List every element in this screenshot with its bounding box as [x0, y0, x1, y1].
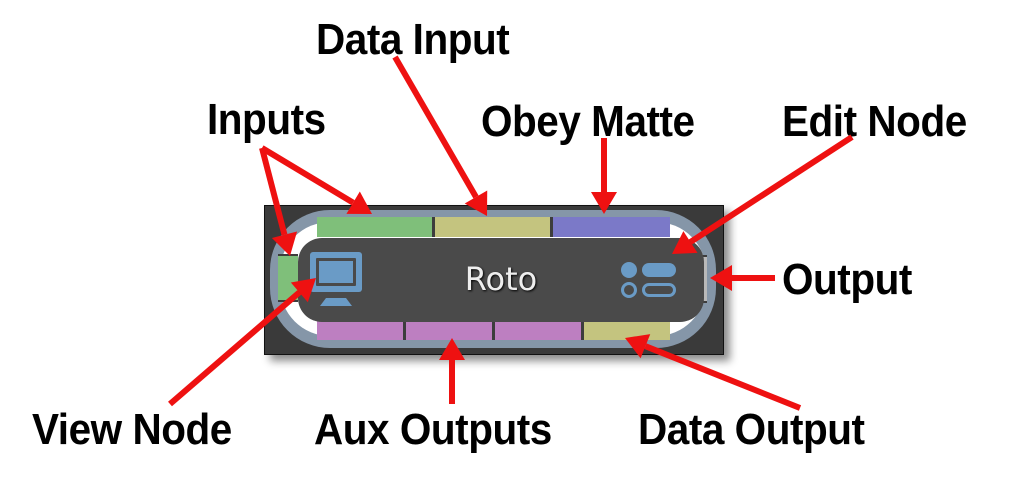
label-data-input: Data Input — [316, 15, 510, 64]
node-title: Roto — [464, 260, 538, 298]
input-port-top[interactable] — [317, 217, 435, 237]
edit-node-icon[interactable] — [620, 260, 678, 300]
arrow-obey-matte — [591, 138, 617, 214]
label-output: Output — [782, 255, 912, 304]
data-output-port[interactable] — [584, 320, 670, 340]
label-obey-matte: Obey Matte — [481, 97, 695, 146]
node-body[interactable]: Roto — [298, 238, 704, 322]
aux-output-port-3[interactable] — [495, 320, 584, 340]
aux-output-port-1[interactable] — [317, 320, 406, 340]
data-input-port[interactable] — [435, 217, 553, 237]
aux-output-port-2[interactable] — [406, 320, 495, 340]
arrow-data-input — [392, 55, 488, 216]
label-aux-outputs: Aux Outputs — [314, 405, 552, 454]
label-inputs: Inputs — [207, 95, 326, 144]
label-data-output: Data Output — [638, 405, 865, 454]
input-port-left[interactable] — [278, 254, 298, 302]
label-edit-node: Edit Node — [782, 97, 967, 146]
monitor-icon[interactable] — [308, 250, 364, 310]
obey-matte-port[interactable] — [553, 217, 670, 237]
label-view-node: View Node — [32, 405, 232, 454]
